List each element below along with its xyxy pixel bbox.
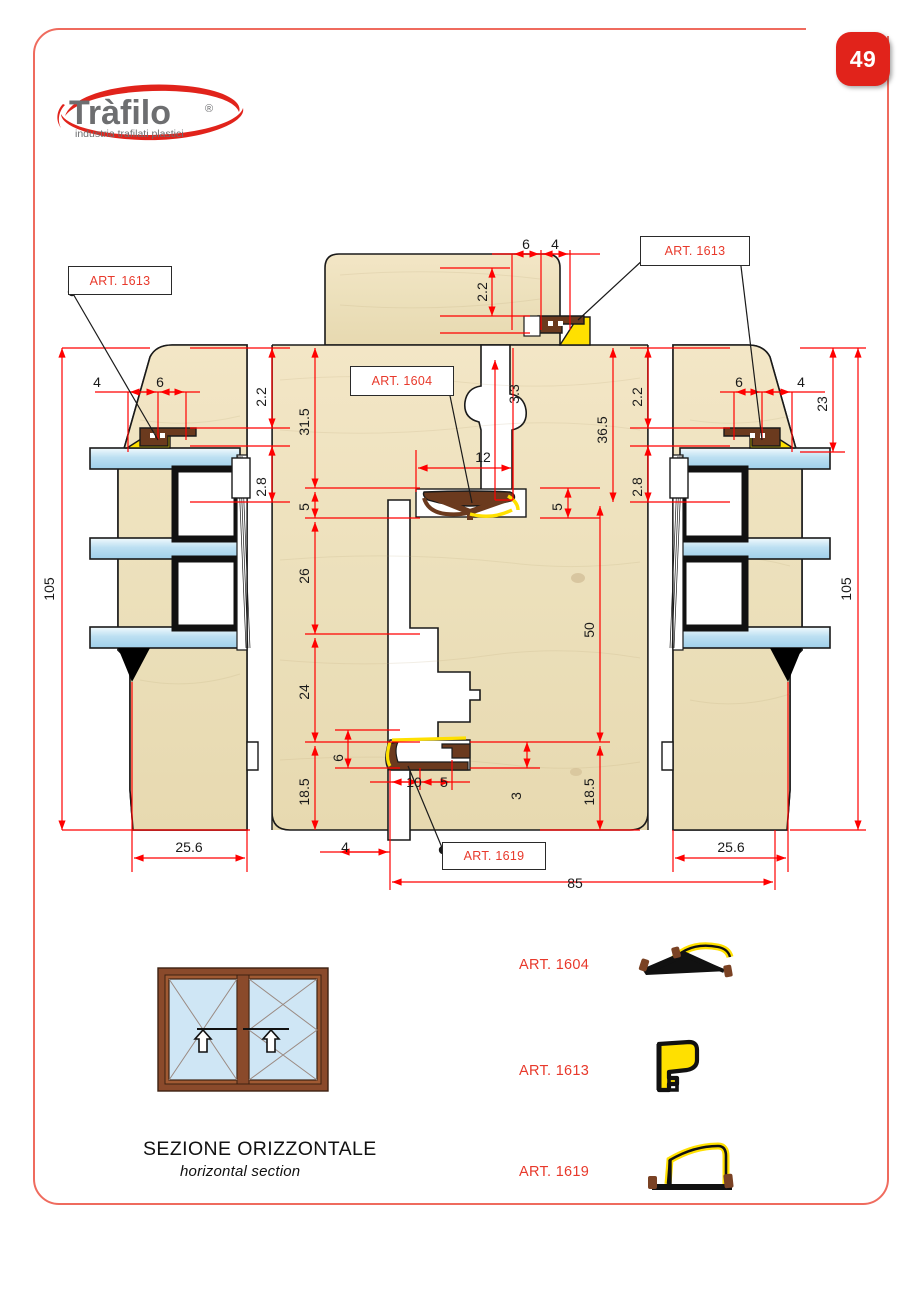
dim-center-10-label: 10 xyxy=(406,774,422,790)
callout-label: ART. 1613 xyxy=(89,273,151,288)
dim-right-4-label: 4 xyxy=(797,374,805,390)
callout-label: ART. 1613 xyxy=(664,244,726,258)
callout-art-1613-right[interactable]: ART. 1613 xyxy=(640,236,750,266)
seal-art-1604 xyxy=(415,488,527,520)
seal-corner-black xyxy=(118,648,802,682)
dim-top-2-2-label: 2.2 xyxy=(474,282,490,302)
dim-top-6-label: 6 xyxy=(522,236,530,252)
legend-profile-art-1613 xyxy=(645,1038,715,1098)
logo-brand-text: Tràfilo xyxy=(69,94,171,132)
legend-label-art-1604: ART. 1604 xyxy=(519,957,590,973)
dim-center-12-label: 12 xyxy=(475,449,491,465)
dim-left-24-label: 24 xyxy=(296,684,312,700)
dim-left-4-label: 4 xyxy=(93,374,101,390)
glass-unit-left xyxy=(89,447,251,651)
callout-label: ART. 1619 xyxy=(463,849,525,863)
dim-right-25-6-label: 25.6 xyxy=(717,839,744,855)
dim-left-5-label: 5 xyxy=(296,503,312,511)
dim-left-2-8-label: 2.8 xyxy=(253,477,269,497)
dim-right-2-2-label: 2.2 xyxy=(629,387,645,407)
dim-top-4-label: 4 xyxy=(551,236,559,252)
dim-left-18-5-label: 18.5 xyxy=(296,778,312,805)
page-number-badge: 49 xyxy=(836,32,890,86)
legend-label-art-1619: ART. 1619 xyxy=(519,1164,590,1180)
dim-left-25-6-label: 25.6 xyxy=(175,839,202,855)
dim-bottom-85-label: 85 xyxy=(567,875,583,891)
legend-profile-art-1619 xyxy=(640,1140,740,1196)
logo-tagline-text: industria trafilati plastici xyxy=(75,128,184,140)
dim-left-105-label: 105 xyxy=(41,577,57,601)
legend-label-art-1613: ART. 1613 xyxy=(519,1063,590,1079)
dim-center-3-label: 3 xyxy=(508,792,524,800)
dimension-lines xyxy=(58,250,866,890)
dim-left-26-label: 26 xyxy=(296,568,312,584)
dim-right-36-5-label: 36.5 xyxy=(594,416,610,443)
dim-left-2-2-label: 2.2 xyxy=(253,387,269,407)
callout-label: ART. 1604 xyxy=(371,374,433,388)
dimension-labels: 6 4 2.2 4 6 2.2 2.8 31.5 5 26 24 18.5 10… xyxy=(41,236,854,891)
callout-art-1604[interactable]: ART. 1604 xyxy=(350,366,454,396)
section-subtitle: horizontal section xyxy=(180,1163,301,1180)
seal-art-1613-top xyxy=(523,315,591,346)
seal-art-1619 xyxy=(385,736,471,771)
page-border xyxy=(33,28,889,1205)
dim-right-50-label: 50 xyxy=(581,622,597,638)
dim-left-31-5-label: 31.5 xyxy=(296,408,312,435)
dim-left-6-label: 6 xyxy=(156,374,164,390)
dim-center-3-3-label: 3.3 xyxy=(506,384,522,404)
glass-unit-right xyxy=(669,447,831,651)
callout-art-1619[interactable]: ART. 1619 xyxy=(442,842,546,870)
logo-swoosh-icon xyxy=(57,84,244,141)
dim-center-5-bot-label: 5 xyxy=(440,774,448,790)
dim-center-6-label: 6 xyxy=(330,754,346,762)
dim-right-105-label: 105 xyxy=(838,577,854,601)
window-type-icon xyxy=(157,967,329,1092)
page-number: 49 xyxy=(849,45,877,72)
logo-registered-icon: ® xyxy=(205,103,213,115)
dim-right-23-label: 23 xyxy=(814,396,830,412)
dim-right-18-5-label: 18.5 xyxy=(581,778,597,805)
dim-right-5-label: 5 xyxy=(549,503,565,511)
callout-art-1613-left[interactable]: ART. 1613 xyxy=(68,266,172,295)
section-title: SEZIONE ORIZZONTALE xyxy=(143,1138,377,1160)
dim-right-2-8-label: 2.8 xyxy=(629,477,645,497)
legend-profile-art-1604 xyxy=(632,935,742,987)
brand-logo: Tràfilo ® industria trafilati plastici xyxy=(47,78,257,148)
dim-right-6-label: 6 xyxy=(735,374,743,390)
dim-bottom-4-label: 4 xyxy=(341,839,349,855)
